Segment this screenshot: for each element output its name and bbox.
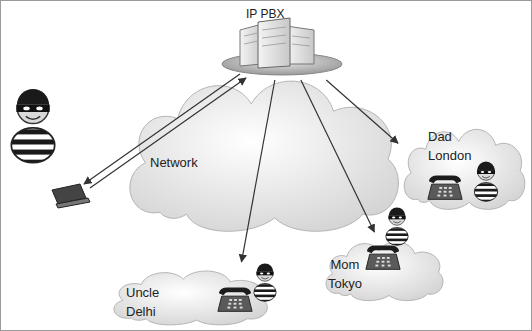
node-label: Uncle Delhi [126,284,159,322]
node-label: Dad London [428,128,471,166]
node-label: IP PBX [246,6,284,23]
victim-phones [218,162,502,312]
cloud-shape [404,129,525,209]
call-connector [326,80,398,143]
cloud-shape [130,81,399,231]
cloud-shape [326,242,443,301]
network-cloud: Network [116,56,410,240]
node-label: Network [150,154,198,173]
pbx-servers [222,18,342,75]
attack-line [90,78,246,188]
site-cloud: Uncle Delhi [106,262,274,328]
cloud-outline [116,56,410,240]
node-label: Mom Tokyo [328,256,362,294]
server-label: IP PBX [222,2,342,80]
site-cloud: Dad London [398,116,530,214]
cloud-shape [114,271,268,325]
site-cloud: Mom Tokyo [320,232,448,304]
call-connector [241,80,274,262]
cloud-outline [398,116,530,214]
attack-line [84,74,240,184]
call-connector [301,80,374,232]
attacker [4,74,246,208]
